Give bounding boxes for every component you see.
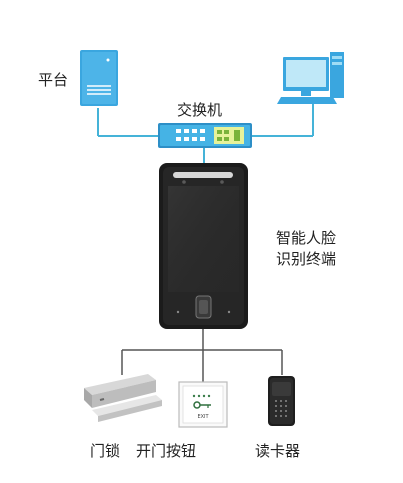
pc-icon [277, 52, 344, 104]
exit-button-icon: EXIT [178, 381, 228, 428]
device-lines [121, 328, 283, 382]
door-lock-icon [84, 374, 162, 422]
switch-icon [158, 123, 252, 148]
face-terminal-icon [159, 163, 248, 329]
door-lock-label: 门锁 [90, 442, 121, 460]
exit-button-label: 开门按钮 [136, 442, 197, 460]
terminal-label: 智能人脸 识别终端 [276, 228, 336, 270]
network-lines [97, 104, 314, 163]
server-icon [80, 50, 118, 106]
terminal-label-line1: 智能人脸 [276, 229, 337, 247]
terminal-label-line2: 识别终端 [276, 250, 337, 268]
switch-label: 交换机 [177, 101, 223, 119]
exit-button-text: EXIT [197, 414, 209, 420]
platform-label: 平台 [38, 71, 69, 89]
card-reader-icon [268, 376, 295, 426]
card-reader-label: 读卡器 [255, 442, 301, 460]
